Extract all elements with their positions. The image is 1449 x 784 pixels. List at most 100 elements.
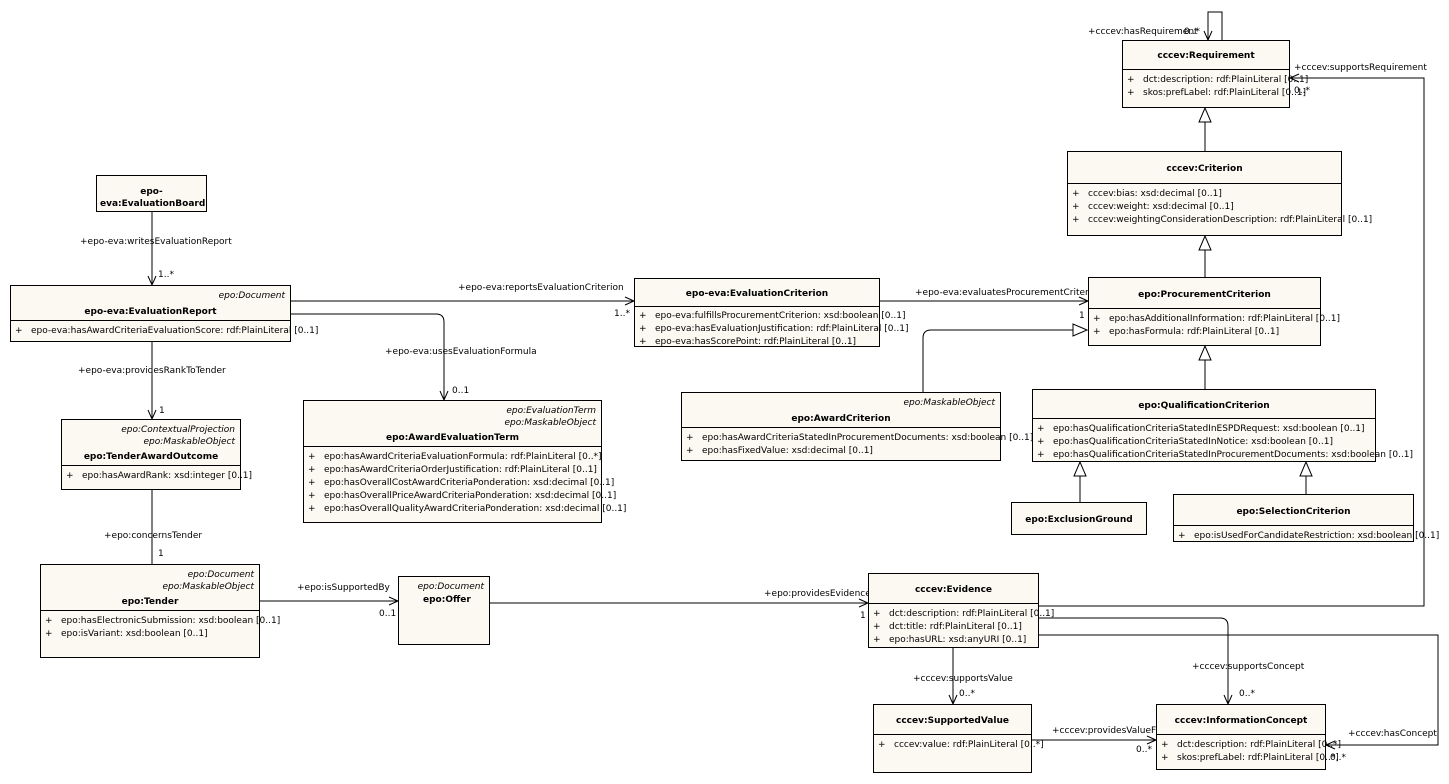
attribute-row: + skos:prefLabel: rdf:PlainLiteral [0..*] xyxy=(1161,752,1339,765)
supports-concept-line xyxy=(1038,617,1229,704)
visibility-marker: + xyxy=(1037,424,1045,434)
class-offer[interactable]: epo:Document epo:Offer xyxy=(398,576,490,645)
attribute-row: +epo:hasFixedValue: xsd:decimal [0..1] xyxy=(686,445,996,458)
visibility-marker: + xyxy=(1161,753,1169,763)
visibility-marker: + xyxy=(873,622,881,632)
class-evaluation-criterion[interactable]: epo-eva:EvaluationCriterion +epo-eva:ful… xyxy=(634,278,908,347)
class-name: epo:ExclusionGround xyxy=(1025,515,1133,525)
visibility-marker: + xyxy=(639,324,647,334)
class-stereotype: epo:MaskableObject xyxy=(903,398,995,408)
generalization-exclusion-ground-arrowhead xyxy=(1073,460,1087,477)
attribute-row: +epo:hasQualificationCriteriaStatedInPro… xyxy=(1037,449,1413,462)
visibility-marker: + xyxy=(308,452,316,462)
visibility-marker: + xyxy=(686,433,694,443)
attribute-row: + dct:description: rdf:PlainLiteral [0..1… xyxy=(1127,74,1308,87)
visibility-marker: + xyxy=(308,504,316,514)
visibility-marker: + xyxy=(1127,75,1135,85)
class-name: epo:SelectionCriterion xyxy=(1236,507,1351,517)
supports-requirement-arrow xyxy=(1288,73,1300,83)
visibility-marker: + xyxy=(1093,314,1101,324)
attribute-text: epo:hasQualificationCriteriaStatedInESPD… xyxy=(1053,424,1365,434)
visibility-marker: + xyxy=(1072,202,1080,212)
visibility-marker: + xyxy=(1037,450,1045,460)
concerns-tender-mult: 1 xyxy=(158,549,164,559)
provides-evidence-mult: 1 xyxy=(860,611,866,621)
class-evaluation-board[interactable]: epo-eva:EvaluationBoard xyxy=(96,175,207,212)
supports-concept-mult: 0..* xyxy=(1239,689,1255,699)
class-exclusion-ground[interactable]: epo:ExclusionGround xyxy=(1011,502,1147,535)
supports-value-role: +cccev:supportsValue xyxy=(913,674,1013,684)
attribute-text: epo:hasOverallCostAwardCriteriaPonderati… xyxy=(324,478,615,488)
visibility-marker: + xyxy=(686,446,694,456)
generalization-award-criterion-arrowhead xyxy=(1072,323,1089,337)
class-selection-criterion[interactable]: epo:SelectionCriterion +epo:isUsedForCan… xyxy=(1173,494,1439,542)
attribute-row: +epo:hasAwardCriteriaEvaluationFormula: … xyxy=(308,451,602,464)
attribute-text: dct:description: rdf:PlainLiteral [0..1] xyxy=(1143,75,1309,85)
class-name: epo:AwardEvaluationTerm xyxy=(385,433,520,443)
class-evidence[interactable]: cccev:Evidence + dct:description: rdf:Pla… xyxy=(868,573,1054,648)
attribute-text: epo:hasOverallQualityAwardCriteriaPonder… xyxy=(324,504,627,514)
class-stereotype: epo:Document xyxy=(218,291,285,301)
attribute-list: + cccev:value: rdf:PlainLiteral [0..*] xyxy=(874,734,1044,755)
attribute-text: epo:hasAwardRank: xsd:integer [0..1] xyxy=(82,471,253,481)
class-name: epo:Tender xyxy=(121,597,179,607)
attribute-list: +epo:hasAwardRank: xsd:integer [0..1] xyxy=(62,465,252,486)
class-tender-award-outcome[interactable]: epo:ContextualProjection epo:MaskableObj… xyxy=(61,419,252,490)
visibility-marker: + xyxy=(1072,215,1080,225)
reports-evaluation-criterion-role: +epo-eva:reportsEvaluationCriterion xyxy=(458,283,624,293)
attribute-text: epo:hasFormula: rdf:PlainLiteral [0..1] xyxy=(1109,327,1280,337)
generalization-procurement-criterion-arrowhead xyxy=(1198,234,1212,251)
attribute-row: +epo:hasOverallPriceAwardCriteriaPondera… xyxy=(308,490,616,503)
class-tender[interactable]: epo:Document epo:MaskableObject epo:Tend… xyxy=(40,564,280,658)
has-requirement-role: +cccev:hasRequirement xyxy=(1088,27,1198,37)
attribute-row: + epo:hasOverallQualityAwardCriteriaPonde… xyxy=(308,503,626,516)
has-requirement-line xyxy=(1207,11,1223,40)
attribute-text: dct:description: rdf:PlainLiteral [0..*] xyxy=(1177,740,1342,750)
writes-evaluation-report-role: +epo-eva:writesEvaluationReport xyxy=(80,237,232,247)
class-information-concept[interactable]: cccev:InformationConcept +dct:descriptio… xyxy=(1156,704,1341,770)
attribute-row: +dct:description: rdf:PlainLiteral [0..*… xyxy=(1161,739,1341,752)
attribute-list: + epo:hasQualificationCriteriaStatedInESP… xyxy=(1033,418,1413,465)
class-requirement[interactable]: cccev:Requirement + dct:description: rdf:… xyxy=(1122,40,1308,108)
visibility-marker: + xyxy=(873,635,881,645)
class-name: cccev:Evidence xyxy=(914,585,993,595)
attribute-row: +epo:hasQualificationCriteriaStatedInNot… xyxy=(1037,436,1371,449)
class-name: cccev:Requirement xyxy=(1157,51,1255,61)
visibility-marker: + xyxy=(878,740,886,750)
class-name: epo:TenderAwardOutcome xyxy=(83,452,219,462)
attribute-row: +epo:hasAwardCriteriaStatedInProcurement… xyxy=(686,432,1033,445)
attribute-text: epo-eva:hasEvaluationJustification: rdf:… xyxy=(655,324,909,334)
attribute-text: dct:description: rdf:PlainLiteral [0..1] xyxy=(889,609,1055,619)
attribute-list: + epo-eva:hasAwardCriteriaEvaluationScore… xyxy=(11,320,318,341)
attribute-row: +cccev:weightingConsiderationDescription… xyxy=(1072,214,1372,227)
class-evaluation-report[interactable]: epo:Document epo-eva:EvaluationReport +e… xyxy=(10,285,318,342)
attribute-text: epo:isVariant: xsd:boolean [0..1] xyxy=(61,629,208,639)
attribute-row: +epo:hasElectronicSubmission: xsd:boolea… xyxy=(45,615,280,628)
attribute-text: epo-eva:fulfillsProcurementCriterion: xs… xyxy=(655,311,906,321)
visibility-marker: + xyxy=(15,326,23,336)
class-stereotype: epo:EvaluationTerm xyxy=(506,406,596,416)
attribute-text: epo:hasURL: xsd:anyURI [0..1] xyxy=(889,635,1027,645)
generalization-selection-criterion-arrowhead xyxy=(1299,460,1313,477)
attribute-text: skos:prefLabel: rdf:PlainLiteral [0..*] xyxy=(1177,753,1339,763)
class-procurement-criterion[interactable]: epo:ProcurementCriterion +epo:hasAdditio… xyxy=(1088,277,1340,346)
visibility-marker: + xyxy=(639,311,647,321)
class-stereotype: epo:ContextualProjection xyxy=(121,425,235,435)
class-award-evaluation-term[interactable]: epo:EvaluationTerm epo:MaskableObject ep… xyxy=(303,400,626,523)
class-stereotype: epo:MaskableObject xyxy=(143,437,235,447)
attribute-list: + dct:description: rdf:PlainLiteral [0..1… xyxy=(1123,69,1308,103)
visibility-marker: + xyxy=(308,465,316,475)
attribute-row: + epo-eva:hasEvaluationJustification: rdf… xyxy=(639,323,908,336)
reports-evaluation-criterion-mult: 1..* xyxy=(614,309,630,319)
has-concept-line xyxy=(1038,634,1439,746)
class-criterion[interactable]: cccev:Criterion +cccev:bias: xsd:decimal… xyxy=(1067,151,1372,236)
attribute-row: +epo:isUsedForCandidateRestriction: xsd:… xyxy=(1178,530,1439,543)
attribute-text: epo-eva:hasAwardCriteriaEvaluationScore:… xyxy=(31,326,319,336)
class-award-criterion[interactable]: epo:MaskableObject epo:AwardCriterion +e… xyxy=(681,392,1033,461)
attribute-text: cccev:value: rdf:PlainLiteral [0..*] xyxy=(894,740,1044,750)
visibility-marker: + xyxy=(1037,437,1045,447)
attribute-list: +epo:isUsedForCandidateRestriction: xsd:… xyxy=(1174,525,1439,546)
class-qualification-criterion[interactable]: epo:QualificationCriterion +epo:hasQuali… xyxy=(1032,389,1413,465)
class-supported-value[interactable]: cccev:SupportedValue +cccev:value: rdf:P… xyxy=(873,704,1044,773)
